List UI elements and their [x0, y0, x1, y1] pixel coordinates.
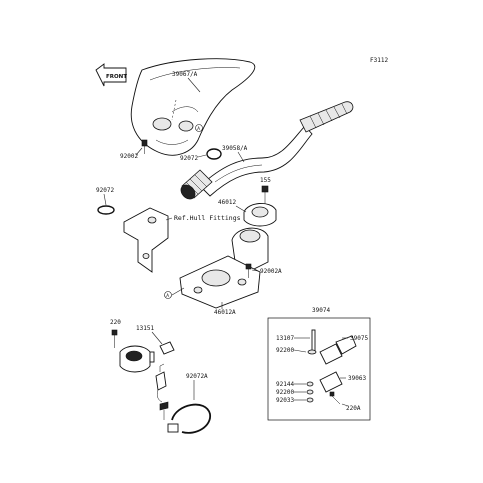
label-155: 155: [260, 177, 271, 184]
switch-housing-part: [119, 345, 155, 373]
clamp-92072-top-part: [206, 148, 222, 160]
handlebar-part: [199, 125, 313, 197]
front-label: FRONT: [106, 74, 127, 80]
label-220: 220: [110, 319, 121, 326]
callout-a-text-2: A: [166, 293, 169, 299]
label-46012: 46012: [218, 199, 236, 206]
nut-13151-part: [159, 341, 175, 355]
clamp-92072a-part: [167, 403, 211, 434]
label-92200-b: 92200: [276, 389, 294, 396]
bolt-220-part: [111, 329, 118, 348]
label-92072-left: 92072: [96, 187, 114, 194]
bolt-155-part: [261, 185, 269, 204]
clamp-92072-left-part: [97, 205, 115, 215]
label-39075: 39075: [350, 335, 368, 342]
lever-spring-part: [155, 363, 169, 420]
callout-a-marker-2: [164, 291, 172, 299]
front-arrow-icon: FRONT: [95, 63, 127, 87]
screw-92002-part: [141, 139, 148, 154]
label-92072-top: 92072: [180, 155, 198, 162]
label-92002a: 92002A: [260, 268, 282, 275]
label-39067a: 39067/A: [172, 71, 198, 78]
label-46012a: 46012A: [214, 309, 236, 316]
label-92072a: 92072A: [186, 373, 208, 380]
screw-92002a-part: [245, 263, 252, 278]
label-92144: 92144: [276, 381, 294, 388]
label-13107: 13107: [276, 335, 294, 342]
handlebar-cover-part: [130, 58, 256, 156]
right-grip-part: [299, 101, 354, 133]
left-grip-part: [180, 169, 213, 200]
figure-code: F3112: [370, 57, 388, 64]
label-92002: 92002: [120, 153, 138, 160]
subassembly-39074-box: [267, 317, 371, 421]
callout-a-marker: [195, 124, 203, 132]
subassembly-parts: [306, 329, 357, 405]
label-13151: 13151: [136, 325, 154, 332]
label-39063: 39063: [348, 375, 366, 382]
label-39058a: 39058/A: [222, 145, 248, 152]
hull-bracket-part: [123, 207, 169, 273]
steering-holder-part: [179, 227, 269, 309]
label-39074: 39074: [312, 307, 330, 314]
ref-hull-fittings-note: Ref.Hull Fittings: [174, 214, 241, 222]
label-220a: 220A: [346, 405, 361, 412]
label-92033: 92033: [276, 397, 294, 404]
label-92200-a: 92200: [276, 347, 294, 354]
clamp-46012-part: [243, 203, 277, 227]
callout-a-text: A: [197, 126, 200, 132]
